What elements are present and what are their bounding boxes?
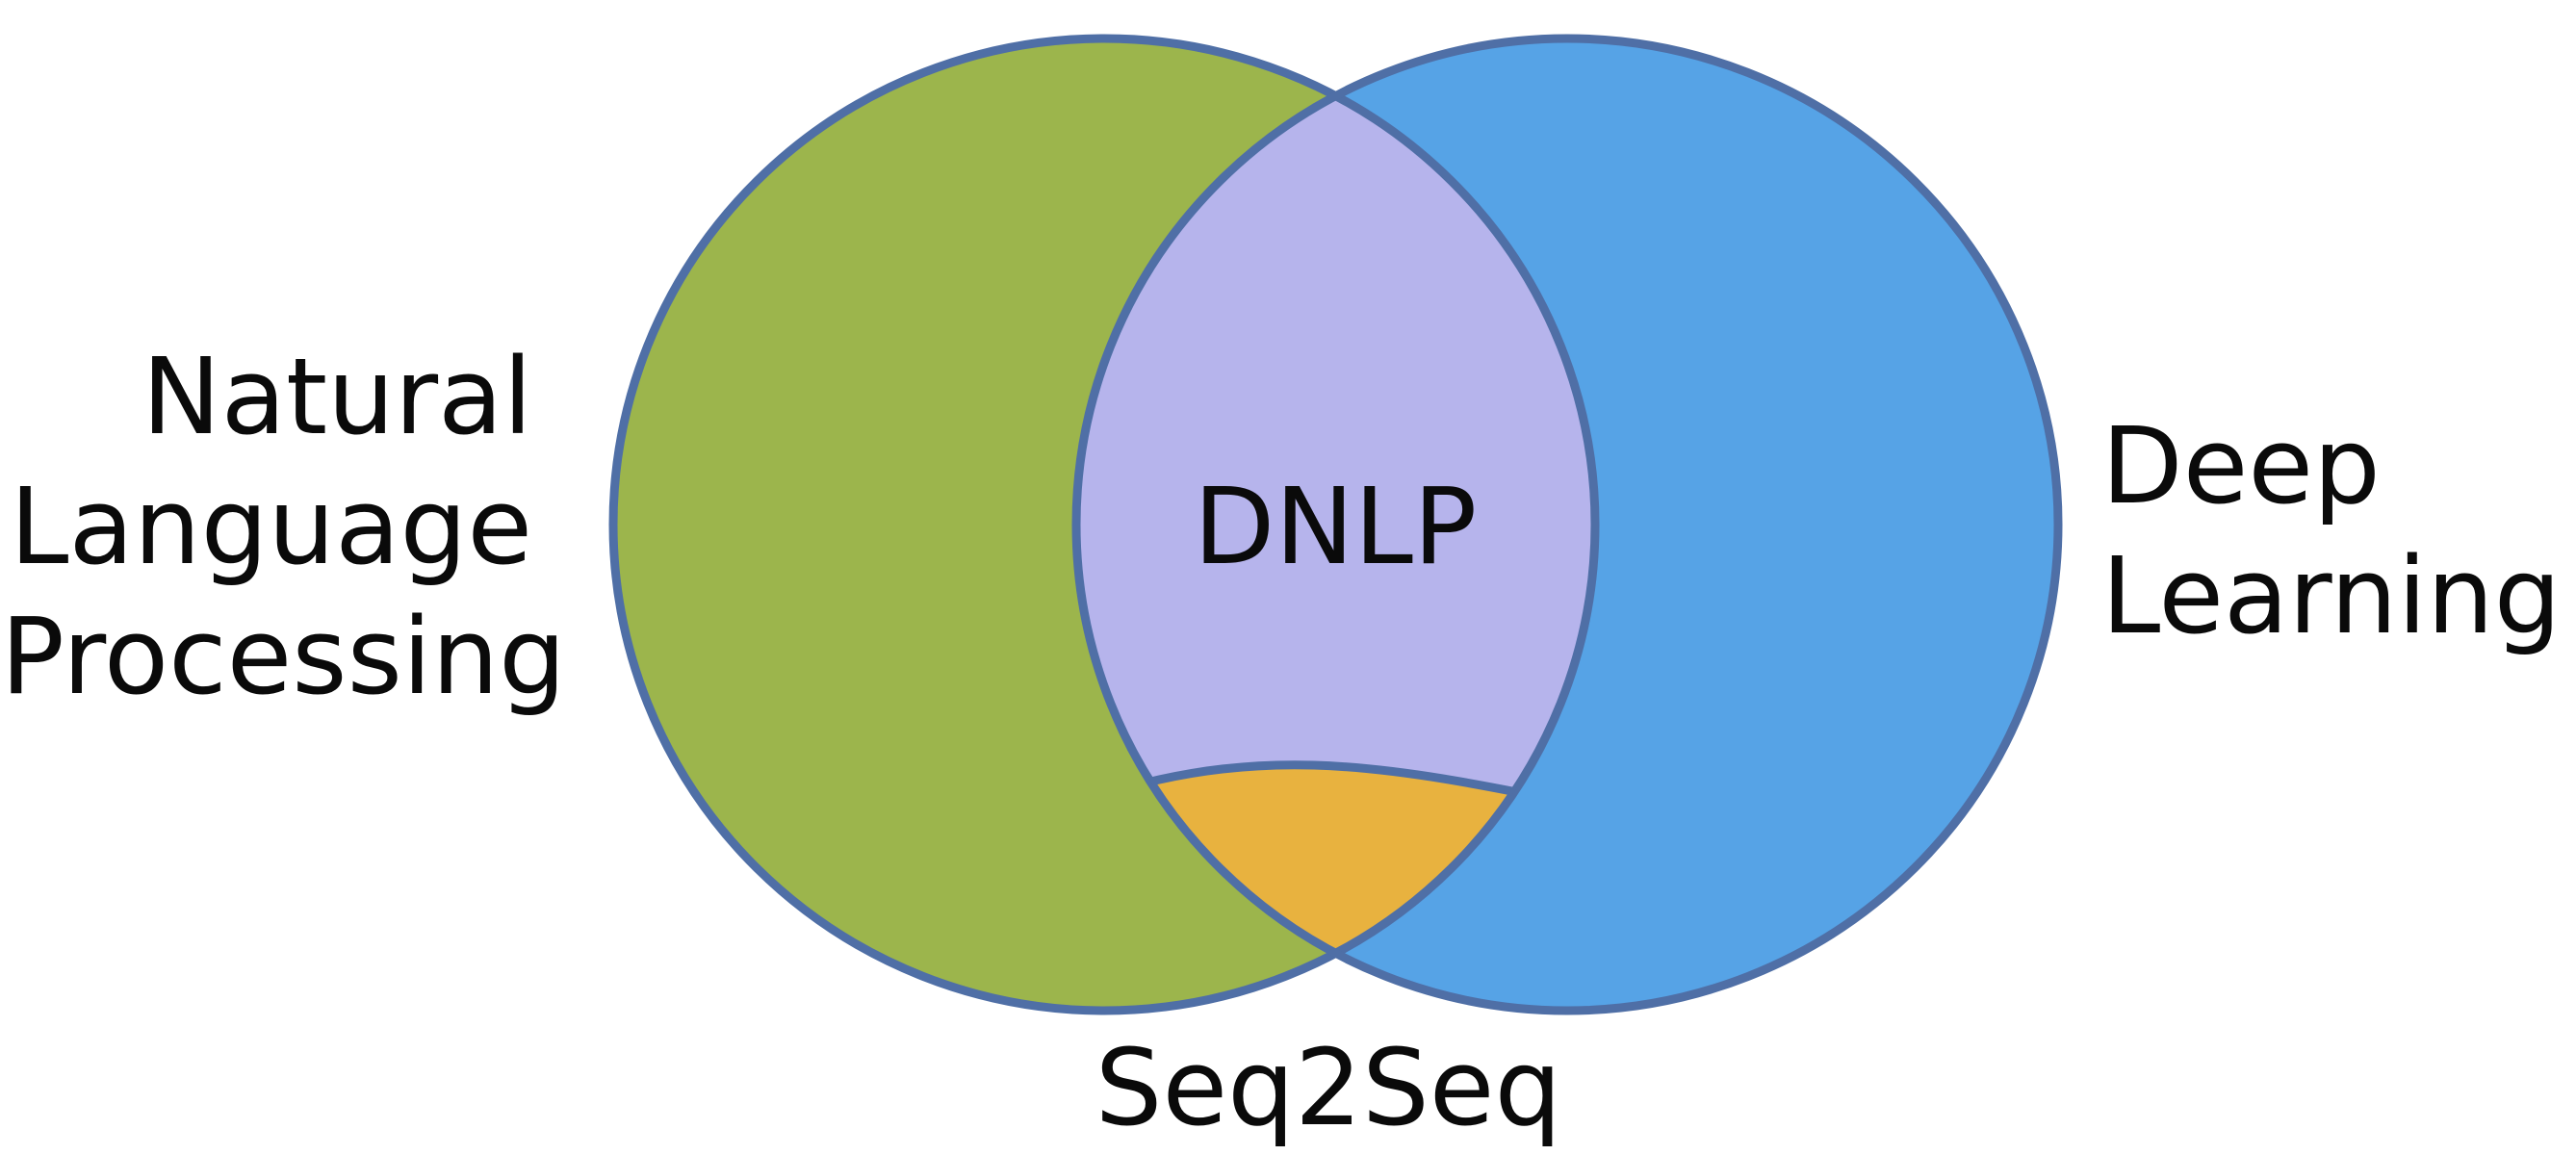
nlp-circle-outline: [608, 34, 1600, 1015]
deep-learning-circle-outline: [1071, 34, 2063, 1015]
nlp-label-line-1: Natural: [142, 335, 532, 458]
nlp-label-line-3: Processing: [1, 595, 566, 718]
nlp-label: Natural Language Processing: [1, 335, 566, 718]
deep-learning-label: Deep Learning: [2101, 404, 2562, 657]
dnlp-label: DNLP: [1194, 465, 1478, 588]
deep-learning-label-line-1: Deep: [2101, 404, 2381, 527]
seq2seq-label: Seq2Seq: [1095, 1026, 1562, 1149]
deep-learning-label-line-2: Learning: [2101, 534, 2562, 657]
nlp-label-line-2: Language: [10, 465, 532, 588]
